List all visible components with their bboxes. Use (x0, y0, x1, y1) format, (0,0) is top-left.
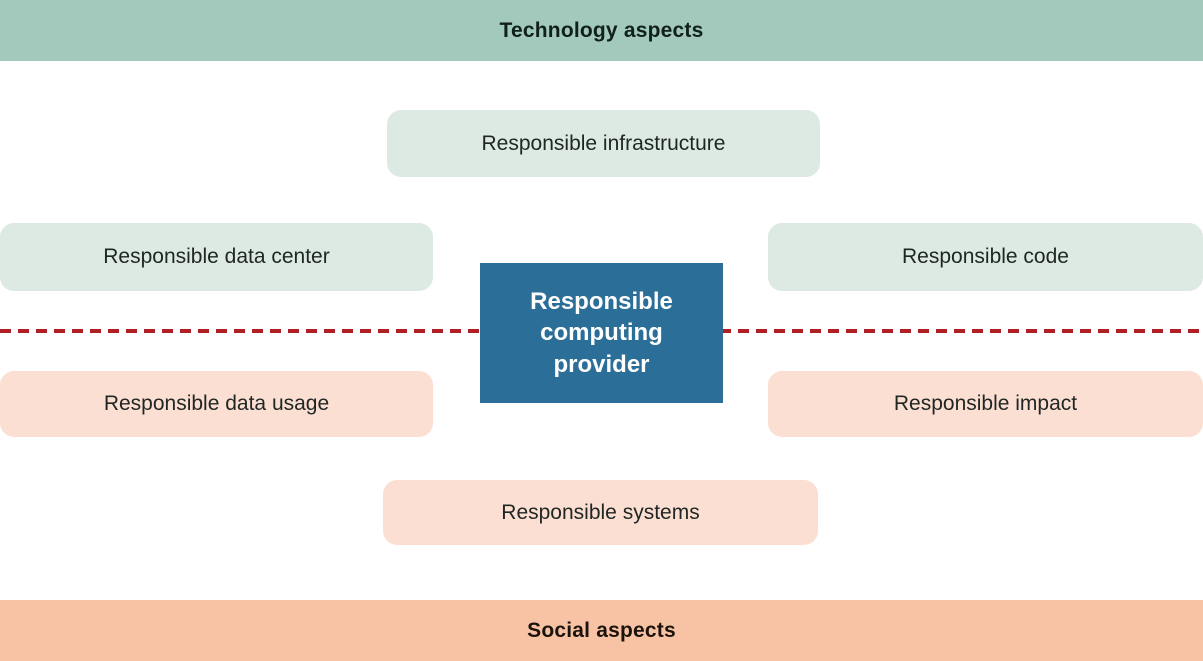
social-aspects-banner: Social aspects (0, 600, 1203, 661)
box-responsible-data-usage: Responsible data usage (0, 371, 433, 437)
technology-aspects-label: Technology aspects (499, 18, 704, 42)
box-responsible-code-label: Responsible code (902, 245, 1069, 268)
box-responsible-impact-label: Responsible impact (893, 392, 1078, 415)
box-responsible-data-center-label: Responsible data center (103, 245, 330, 268)
box-responsible-impact: Responsible impact (768, 371, 1203, 437)
box-responsible-infrastructure: Responsible infrastructure (387, 110, 820, 177)
technology-aspects-banner: Technology aspects (0, 0, 1203, 61)
box-responsible-systems: Responsible systems (383, 480, 818, 545)
box-responsible-infrastructure-label: Responsible infrastructure (481, 131, 726, 155)
social-aspects-label: Social aspects (527, 618, 676, 642)
box-responsible-data-usage-label: Responsible data usage (103, 392, 330, 415)
box-responsible-data-center: Responsible data center (0, 223, 433, 291)
box-responsible-systems-label: Responsible systems (501, 500, 700, 524)
box-responsible-code: Responsible code (768, 223, 1203, 291)
box-responsible-computing-provider: Responsible computing provider (480, 263, 723, 403)
box-responsible-computing-provider-label: Responsible computing provider (530, 288, 673, 378)
